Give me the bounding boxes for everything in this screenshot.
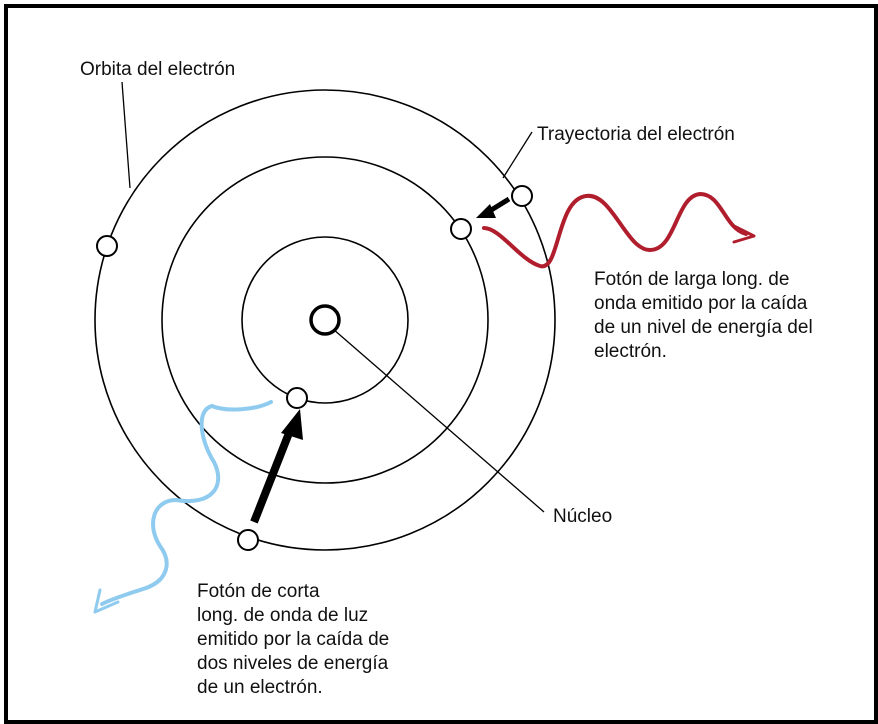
two-level-jump-arrowhead [281,409,303,440]
long-wavelength-arrowhead [732,224,756,244]
electron-outer-top-right [511,185,533,207]
orbit-inner [241,236,409,404]
long-photon-caption-line: de un nivel de energía del [594,317,813,338]
orbit-label: Orbita del electrón [80,59,235,80]
short-photon-caption: Fotón de corta long. de onda de luz emit… [197,581,395,698]
orbit-pointer-line [121,81,131,189]
short-photon-caption-line: emitido por la caída de [197,629,389,650]
trajectory-label: Trayectoria del electrón [537,124,735,145]
long-photon-caption: Fotón de larga long. de onda emitido por… [594,269,818,362]
electron-outer-left [96,235,118,257]
trajectory-pointer-line [502,131,533,179]
long-photon-caption-line: Fotón de larga long. de [594,269,789,290]
two-level-jump-arrow-shaft [250,426,295,524]
short-photon-caption-line: de un electrón. [197,677,323,698]
long-wavelength-photon-wave [482,191,748,269]
nucleus-label: Núcleo [553,506,612,527]
electron-inner [286,387,308,409]
short-photon-caption-line: dos niveles de energía [197,653,389,674]
electron-outer-bottom [237,529,259,551]
diagram-frame [4,4,878,724]
short-photon-caption-line: long. de onda de luz [197,605,368,626]
one-level-jump-arrowhead [476,204,496,218]
long-photon-caption-line: electrón. [594,341,667,362]
nucleus-pointer-line [332,328,545,513]
electron-middle-right [450,218,472,240]
short-wavelength-photon-wave [100,400,273,606]
short-wavelength-arrowhead [93,588,120,614]
long-photon-caption-line: onda emitido por la caída [594,293,808,314]
orbit-outer [94,89,556,551]
short-photon-caption-line: Fotón de corta [197,581,320,602]
nucleus [309,304,341,336]
orbit-middle [161,156,489,484]
